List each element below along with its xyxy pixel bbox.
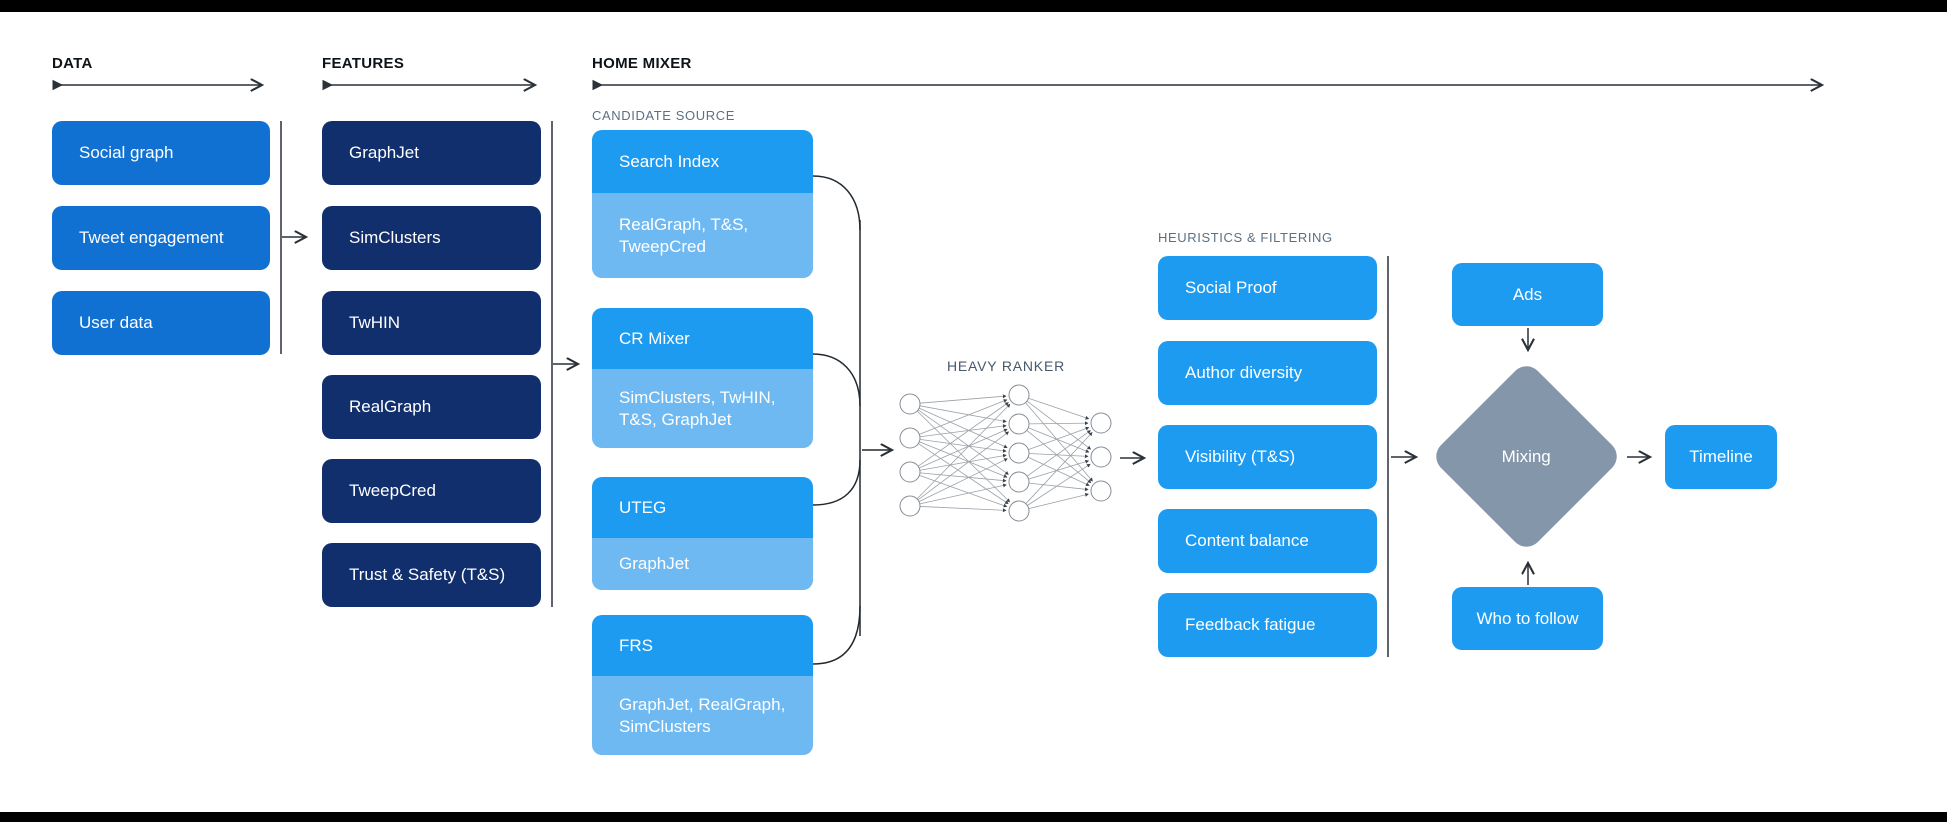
who-to-follow-box: Who to follow [1452,587,1603,650]
heuristic-box-visibility: Visibility (T&S) [1158,425,1377,489]
heuristic-box-feedback-fatigue: Feedback fatigue [1158,593,1377,657]
candidate-box-uteg: UTEG GraphJet [592,477,813,590]
feature-box-twhin: TwHIN [322,291,541,355]
cr-mixer-connector [812,353,861,407]
candidate-box-search-index: Search Index RealGraph, T&S, TweepCred [592,130,813,278]
neural-network [899,384,1112,522]
uteg-connector [812,459,861,506]
candidate-box-frs: FRS GraphJet, RealGraph, SimClusters [592,615,813,755]
heuristic-box-author-diversity: Author diversity [1158,341,1377,405]
top-black-bar [0,0,1947,12]
feature-box-tweepcred: TweepCred [322,459,541,523]
candidate-title: CR Mixer [592,308,813,369]
neural-network-node [899,461,921,483]
flow-dividers [280,121,1416,657]
neural-network-node [1008,471,1030,493]
heuristics-filtering-label: HEURISTICS & FILTERING [1158,230,1333,245]
neural-network-node [1008,442,1030,464]
search-index-connector [812,175,861,231]
feature-box-trust-safety: Trust & Safety (T&S) [322,543,541,607]
candidate-title: Search Index [592,130,813,193]
feature-box-graphjet: GraphJet [322,121,541,185]
neural-network-node [1008,384,1030,406]
data-box-social-graph: Social graph [52,121,270,185]
bottom-black-bar [0,812,1947,822]
mixing-label: Mixing [1501,446,1552,466]
candidate-inputs: RealGraph, T&S, TweepCred [592,193,813,278]
neural-network-node [899,495,921,517]
neural-network-node [1008,500,1030,522]
candidate-collector [812,175,892,665]
mixing-arrows [1528,328,1650,585]
data-box-user-data: User data [52,291,270,355]
frs-connector [812,605,861,665]
data-box-tweet-engagement: Tweet engagement [52,206,270,270]
candidate-inputs: SimClusters, TwHIN, T&S, GraphJet [592,369,813,448]
ads-box: Ads [1452,263,1603,326]
heuristic-box-social-proof: Social Proof [1158,256,1377,320]
timeline-box: Timeline [1665,425,1777,489]
candidate-source-label: CANDIDATE SOURCE [592,108,735,123]
neural-network-node [899,427,921,449]
section-title-data: DATA [52,55,93,72]
neural-network-node [1090,412,1112,434]
neural-network-node [1090,480,1112,502]
neural-network-node [899,393,921,415]
neural-network-node [1090,446,1112,468]
candidate-title: FRS [592,615,813,676]
heuristic-box-content-balance: Content balance [1158,509,1377,573]
candidate-inputs: GraphJet, RealGraph, SimClusters [592,676,813,755]
section-title-home-mixer: HOME MIXER [592,55,692,72]
heavy-ranker-label: HEAVY RANKER [946,358,1065,374]
section-title-features: FEATURES [322,55,405,72]
feature-box-realgraph: RealGraph [322,375,541,439]
candidate-title: UTEG [592,477,813,538]
feature-box-simclusters: SimClusters [322,206,541,270]
candidate-box-cr-mixer: CR Mixer SimClusters, TwHIN, T&S, GraphJ… [592,308,813,448]
neural-network-node [1008,413,1030,435]
candidate-inputs: GraphJet [592,538,813,590]
